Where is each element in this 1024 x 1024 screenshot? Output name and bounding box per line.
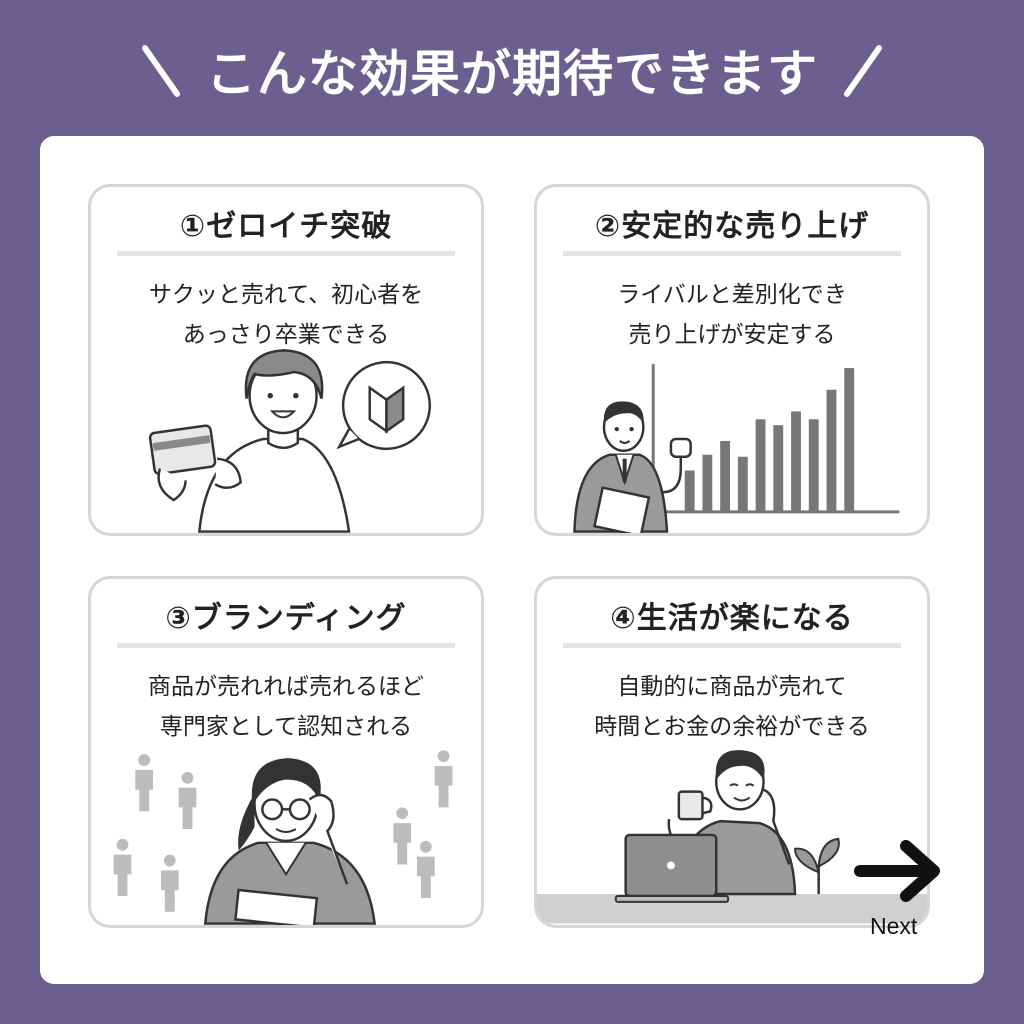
card-divider [117,643,455,648]
next-label[interactable]: Next [870,913,918,939]
person-icon [178,771,197,830]
card-description-line: 売り上げが安定する [628,322,836,348]
card-description-line: あっさり卒業できる [182,322,390,348]
woman-with-glasses-illustration [113,750,453,925]
arrow-right-icon[interactable] [854,836,946,906]
headline-text: こんな効果が期待できます [206,45,818,103]
card-title: ①ゼロイチ突破 [179,209,393,244]
card-description: 自動的に商品が売れて 時間とお金の余裕ができる [537,667,927,747]
businessman-with-chart-illustration [573,364,900,533]
card-title: ③ブランディング [165,601,407,636]
card-zero-to-one: ①ゼロイチ突破 サクッと売れて、初心者を あっさり卒業できる [88,184,484,536]
credit-card-icon [148,424,217,476]
laptop-icon [614,833,730,903]
bar-chart-icon [651,364,900,514]
plant-icon [794,837,840,895]
card-description: ライバルと差別化でき 売り上げが安定する [537,275,927,355]
card-description: サクッと売れて、初心者を あっさり卒業できる [91,275,481,355]
card-description-line: ライバルと差別化でき [617,282,847,308]
card-stable-sales: ②安定的な売り上げ ライバルと差別化でき 売り上げが安定する [534,184,930,536]
card-divider [117,251,455,256]
person-icon [434,750,453,808]
beginner-mark-icon [336,360,432,451]
person-icon [160,854,179,912]
card-description-line: サクッと売れて、初心者を [148,282,424,308]
person-icon [113,838,132,896]
card-description: 商品が売れれば売れるほど 専門家として認知される [91,667,481,747]
slash-left-icon [142,40,180,100]
card-title: ④生活が楽になる [610,601,854,636]
card-divider [563,643,901,648]
headline: こんな効果が期待できます [0,30,1024,110]
relaxing-man-with-laptop-illustration [537,750,927,924]
card-description-line: 商品が売れれば売れるほど [148,674,424,700]
coffee-cup-icon [677,790,713,821]
slash-right-icon [844,40,882,100]
woman-with-card-illustration [148,349,432,533]
person-icon [393,807,412,865]
card-divider [563,251,901,256]
card-description-line: 時間とお金の余裕ができる [594,714,870,740]
card-title: ②安定的な売り上げ [594,209,870,244]
card-branding: ③ブランディング 商品が売れれば売れるほど 専門家として認知される [88,576,484,928]
person-icon [135,754,154,812]
person-icon [416,840,435,898]
card-description-line: 自動的に商品が売れて [617,674,847,700]
content-panel: ①ゼロイチ突破 サクッと売れて、初心者を あっさり卒業できる [40,136,984,984]
card-description-line: 専門家として認知される [159,714,413,740]
